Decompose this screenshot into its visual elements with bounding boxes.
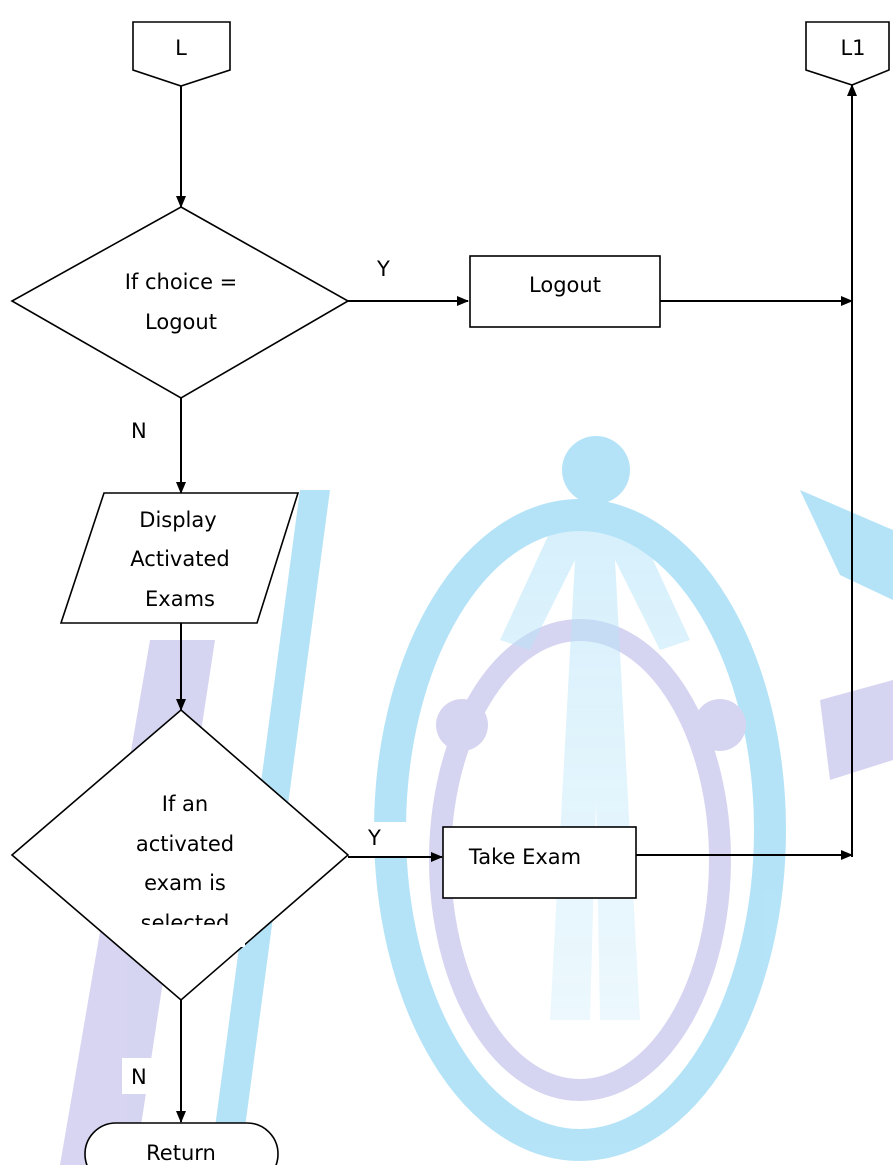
return-terminal-label: Return [146, 1141, 216, 1165]
logout-decision-line-2: Logout [145, 310, 217, 334]
display-exams-io: Display Activated Exams [59, 492, 300, 624]
exam-yes-label: Y [367, 826, 381, 850]
watermark-right-hand [694, 699, 746, 751]
start-connector: L [132, 21, 231, 87]
end-connector: L1 [805, 21, 890, 86]
exam-decision-line-2: activated [136, 832, 234, 856]
logout-yes-label-bg [368, 252, 398, 282]
return-terminal: Return [84, 1122, 279, 1165]
exam-decision-line-3: exam is [144, 871, 226, 895]
logout-decision: If choice = Logout [10, 206, 350, 399]
exam-no-label: N [131, 1065, 147, 1089]
watermark-figure-head [562, 436, 630, 504]
edges [176, 84, 857, 1123]
display-exams-line-1: Display [139, 508, 216, 532]
logout-process: Logout [469, 255, 661, 328]
take-exam-process-label: Take Exam [468, 845, 581, 869]
exam-decision: If an activated exam is selected [10, 708, 350, 1002]
logout-no-label-bg [122, 412, 162, 446]
watermark-right-bar [820, 680, 893, 780]
exam-no-label-bg [122, 1058, 178, 1094]
watermark-right-chevron [800, 490, 893, 600]
watermark-left-hand [436, 699, 488, 751]
display-exams-line-2: Activated [130, 547, 229, 571]
start-connector-label: L [175, 36, 187, 60]
display-exams-line-3: Exams [145, 587, 215, 611]
take-exam-process: Take Exam [442, 826, 637, 899]
exam-yes-label-bg [358, 822, 420, 856]
end-connector-label: L1 [840, 36, 865, 60]
logout-decision-line-1: If choice = [125, 270, 238, 294]
exam-decision-text-mask [120, 925, 245, 947]
logout-process-label: Logout [529, 273, 601, 297]
watermark-figure-body [500, 510, 690, 1020]
logout-no-label: N [131, 419, 147, 443]
logout-yes-label: Y [376, 257, 390, 281]
exam-decision-line-1: If an [162, 792, 208, 816]
